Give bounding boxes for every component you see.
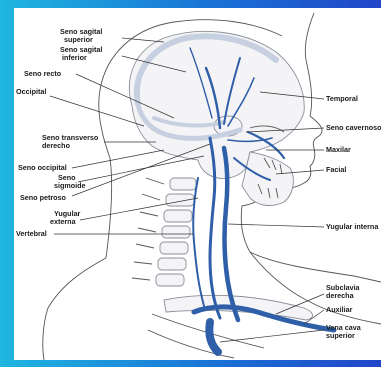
diagram-frame: Seno sagital superior Seno sagital infer… bbox=[14, 8, 381, 360]
label-vena-cava-superior: Vena cava superior bbox=[326, 323, 363, 340]
label-seno-sagital-superior: Seno sagital superior bbox=[60, 27, 104, 44]
cervical-spine bbox=[132, 178, 196, 286]
label-seno-petroso: Seno petroso bbox=[20, 193, 67, 202]
label-seno-sigmoide: Seno sigmoide bbox=[54, 173, 86, 190]
label-yugular-externa: Yugular externa bbox=[50, 209, 82, 226]
label-seno-sagital-inferior: Seno sagital inferior bbox=[60, 45, 104, 62]
label-vertebral: Vertebral bbox=[16, 229, 47, 238]
label-seno-cavernoso: Seno cavernoso bbox=[326, 123, 381, 132]
label-auxiliar: Auxiliar bbox=[326, 305, 353, 314]
label-maxilar: Maxilar bbox=[326, 145, 351, 154]
label-seno-recto: Seno recto bbox=[24, 69, 62, 78]
label-temporal: Temporal bbox=[326, 94, 358, 103]
head-neck-venous-diagram: Seno sagital superior Seno sagital infer… bbox=[14, 8, 381, 360]
label-yugular-interna: Yugular interna bbox=[326, 222, 379, 231]
label-occipital: Occipital bbox=[16, 87, 46, 96]
label-seno-transverso-derecho: Seno transverso derecho bbox=[42, 133, 100, 150]
label-facial: Facial bbox=[326, 165, 346, 174]
label-seno-occipital: Seno occipital bbox=[18, 163, 67, 172]
label-subclavia-derecha: Subclavia derecha bbox=[326, 283, 362, 300]
